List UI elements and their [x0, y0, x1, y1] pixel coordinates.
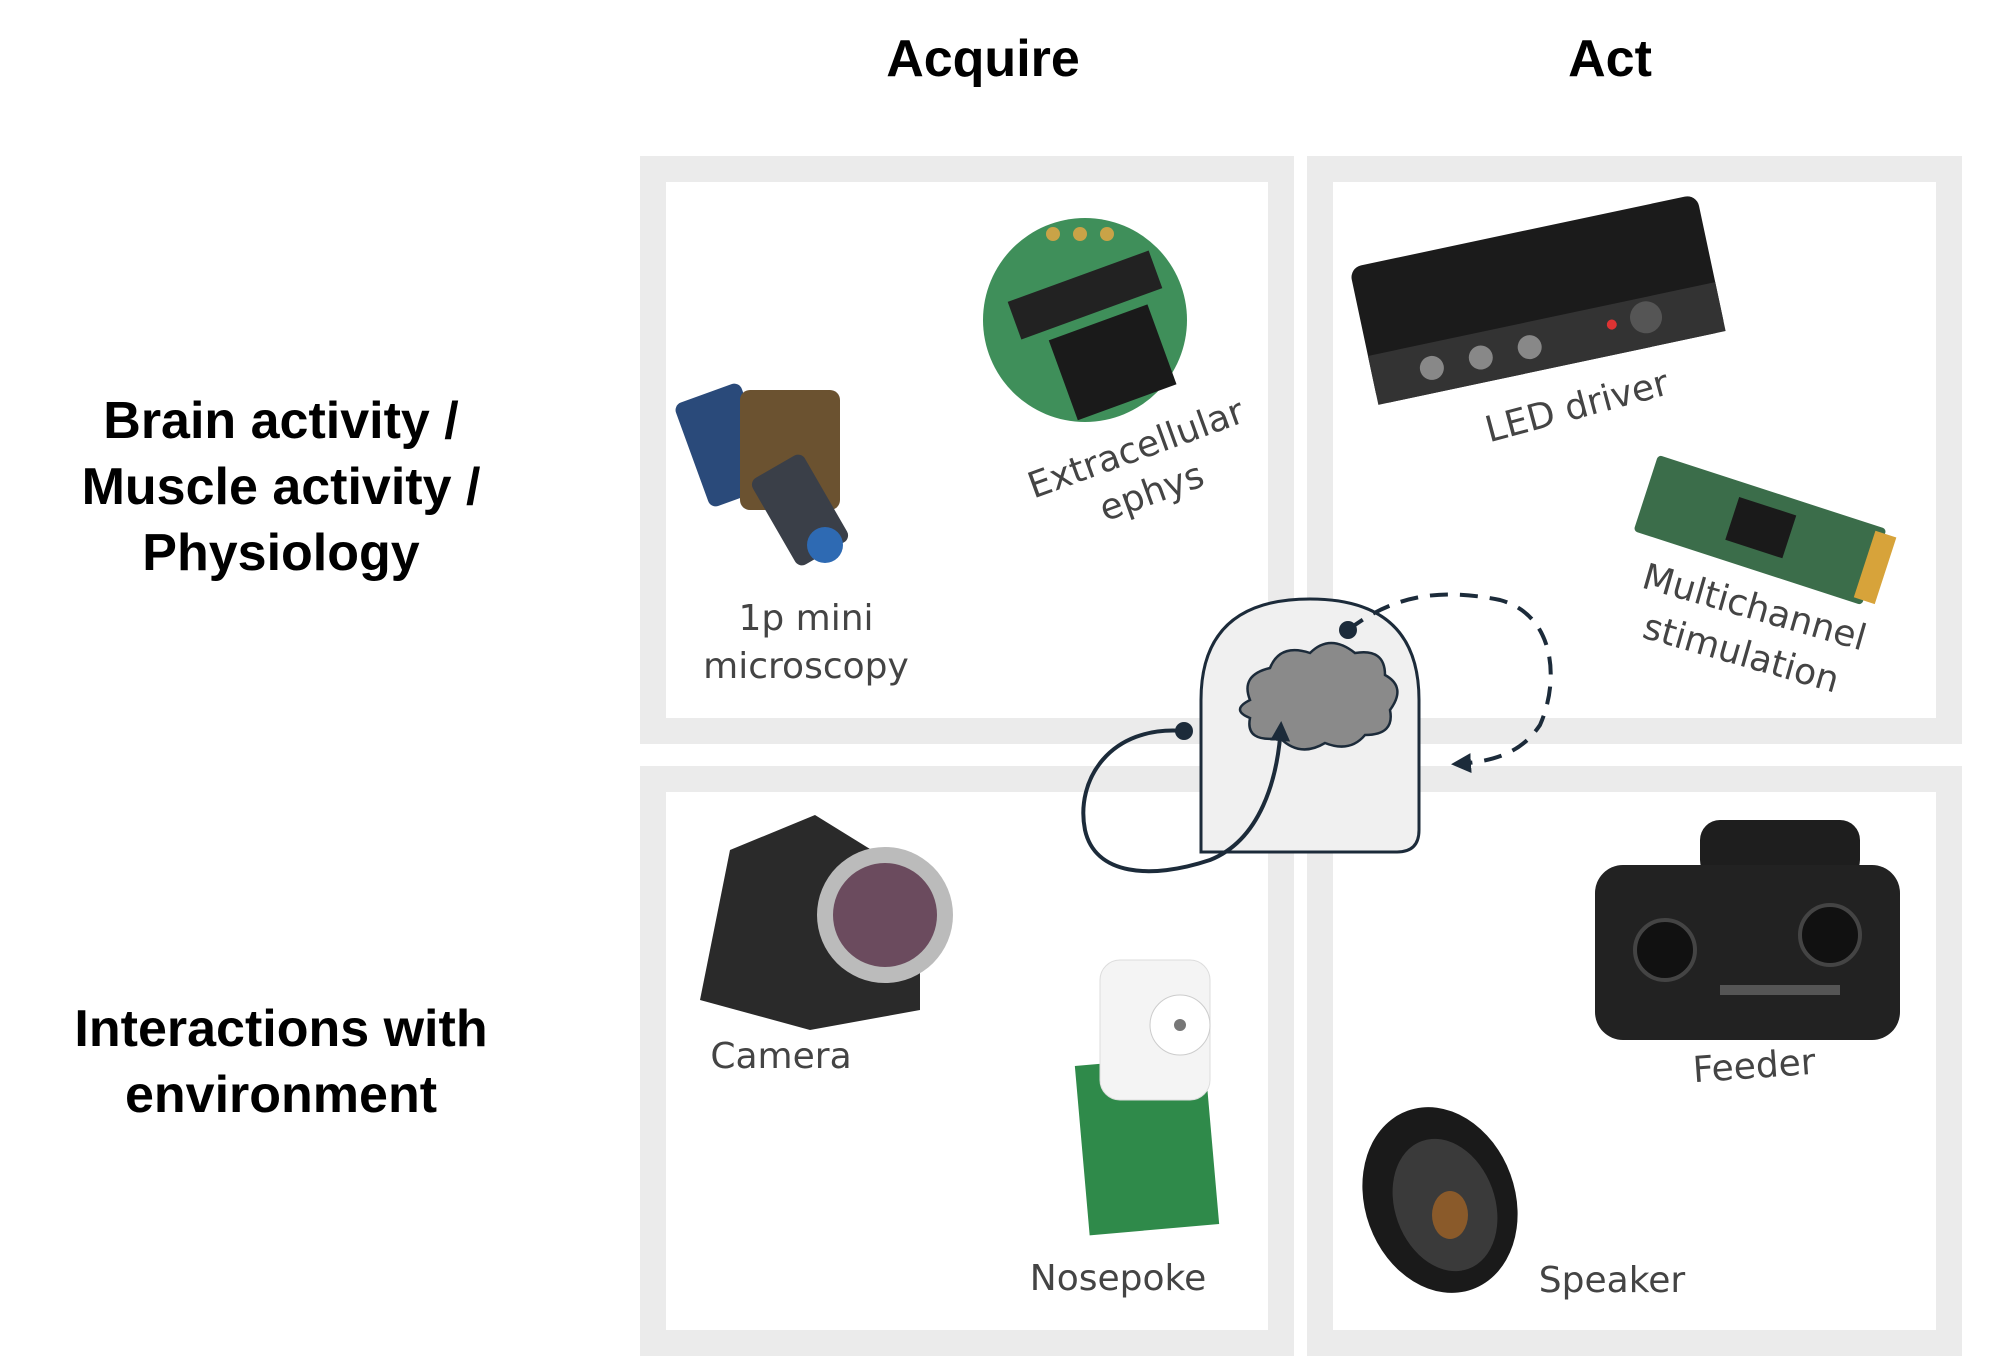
column-header-act: Act	[1568, 30, 1652, 88]
miniscope-image	[675, 383, 849, 566]
stimulation-board-image	[1634, 455, 1897, 605]
svg-text:Physiology: Physiology	[142, 524, 419, 582]
label-feeder: Feeder	[1691, 1042, 1817, 1091]
svg-text:1p mini: 1p mini	[738, 598, 873, 639]
label-nosepoke: Nosepoke	[1030, 1258, 1206, 1299]
svg-text:Muscle activity /: Muscle activity /	[82, 458, 481, 516]
feeder-image	[1595, 820, 1900, 1040]
row-label-environment: Interactions with environment	[74, 1000, 487, 1124]
column-header-acquire: Acquire	[886, 30, 1080, 88]
acquire-loop-arrow	[1081, 721, 1291, 874]
acquire-loop-start-dot	[1175, 722, 1193, 740]
svg-text:Interactions with: Interactions with	[74, 1000, 487, 1058]
act-dashed-arrow	[1346, 592, 1553, 774]
speaker-image	[1362, 1107, 1518, 1293]
svg-text:Brain activity /: Brain activity /	[103, 392, 458, 450]
row-label-physiology: Brain activity / Muscle activity / Physi…	[82, 392, 481, 582]
label-camera: Camera	[710, 1036, 851, 1077]
nosepoke-image	[1074, 959, 1220, 1236]
camera-image	[700, 815, 953, 1030]
ephys-board-image	[983, 218, 1187, 422]
led-driver-image	[1351, 196, 1726, 405]
svg-text:environment: environment	[125, 1066, 437, 1124]
svg-text:microscopy: microscopy	[703, 646, 909, 687]
act-arrow-start-dot	[1339, 621, 1357, 639]
label-speaker: Speaker	[1539, 1260, 1686, 1301]
label-miniscope: 1p mini microscopy	[703, 598, 909, 687]
